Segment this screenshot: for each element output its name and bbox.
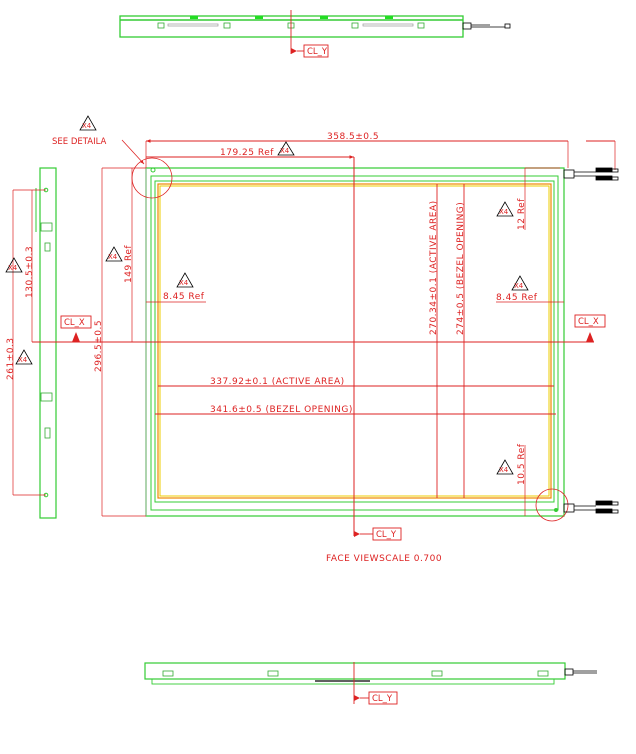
centerline-x-tag-left <box>60 315 92 329</box>
svg-text:CL_X: CL_X <box>578 317 599 327</box>
bezel-opening-height-dim: 274±0.5 (BEZEL OPENING) <box>456 202 466 335</box>
half-width-dim: 179.25 Ref <box>220 148 274 158</box>
half-height-dim: 149 Ref <box>124 245 134 283</box>
centerline-y-tag-bottom <box>368 691 398 705</box>
svg-text:X4: X4 <box>18 356 28 364</box>
svg-text:CL_Y: CL_Y <box>372 694 393 704</box>
left-side-view: 130.5±0.3 261±0.3 X4 X4 CL_X <box>5 167 92 519</box>
svg-text:X4: X4 <box>280 147 290 155</box>
revision-triangle-icon: X4 <box>176 272 194 288</box>
right-margin-dim: 8.45 Ref <box>496 293 538 303</box>
active-area-width-dim: 337.92±0.1 (ACTIVE AREA) <box>210 377 345 387</box>
svg-text:X4: X4 <box>8 264 18 272</box>
overall-height-dim: 296.5±0.5 <box>94 320 104 372</box>
centerline-y-tag-face <box>372 527 402 541</box>
face-view: 358.5±0.5 179.25 Ref X4 X4 SEE DETAILA 2… <box>52 115 619 564</box>
revision-triangle-icon: X4 <box>105 246 123 262</box>
revision-triangle-icon: X4 <box>79 115 97 131</box>
revision-triangle-icon: X4 <box>496 459 514 475</box>
revision-triangle-icon: X4 <box>15 349 33 365</box>
centerline-y-tag-top <box>303 44 329 58</box>
see-detail-label: SEE DETAILA <box>52 137 107 147</box>
detail-circle <box>535 488 569 522</box>
overall-width-dim: 358.5±0.5 <box>327 132 379 142</box>
svg-text:CL_Y: CL_Y <box>376 530 397 540</box>
svg-text:X4: X4 <box>82 122 92 130</box>
left-margin-dim: 8.45 Ref <box>163 292 205 302</box>
revision-triangle-icon: X4 <box>5 257 23 273</box>
view-caption: FACE VIEWSCALE 0.700 <box>326 554 442 564</box>
connector-icon <box>563 167 619 181</box>
centerline-y-label: CL_Y <box>307 47 328 57</box>
side-half-height-dim: 130.5±0.3 <box>25 246 35 298</box>
bezel-opening-width-dim: 341.6±0.5 (BEZEL OPENING) <box>210 405 353 415</box>
detail-a-circle <box>131 157 173 199</box>
bottom-side-view: CL_Y <box>144 662 597 705</box>
centerline-x-label: CL_X <box>64 318 85 328</box>
revision-triangle-icon: X4 <box>496 201 514 217</box>
centerline-x-tag-right <box>574 314 606 328</box>
svg-text:X4: X4 <box>108 253 118 261</box>
svg-text:X4: X4 <box>499 466 509 474</box>
svg-text:X4: X4 <box>499 208 509 216</box>
connector-icon <box>563 500 619 514</box>
svg-text:X4: X4 <box>514 282 524 290</box>
svg-text:X4: X4 <box>179 279 189 287</box>
side-full-height-dim: 261±0.3 <box>6 337 16 380</box>
top-side-view: CL_Y <box>119 10 511 58</box>
top-connector-dim: 12 Ref <box>517 198 527 230</box>
revision-triangle-icon: X4 <box>277 141 295 156</box>
bottom-connector-dim: 10.5 Ref <box>517 443 527 485</box>
revision-triangle-icon: X4 <box>511 275 529 291</box>
active-area-height-dim: 270.34±0.1 (ACTIVE AREA) <box>429 200 439 335</box>
